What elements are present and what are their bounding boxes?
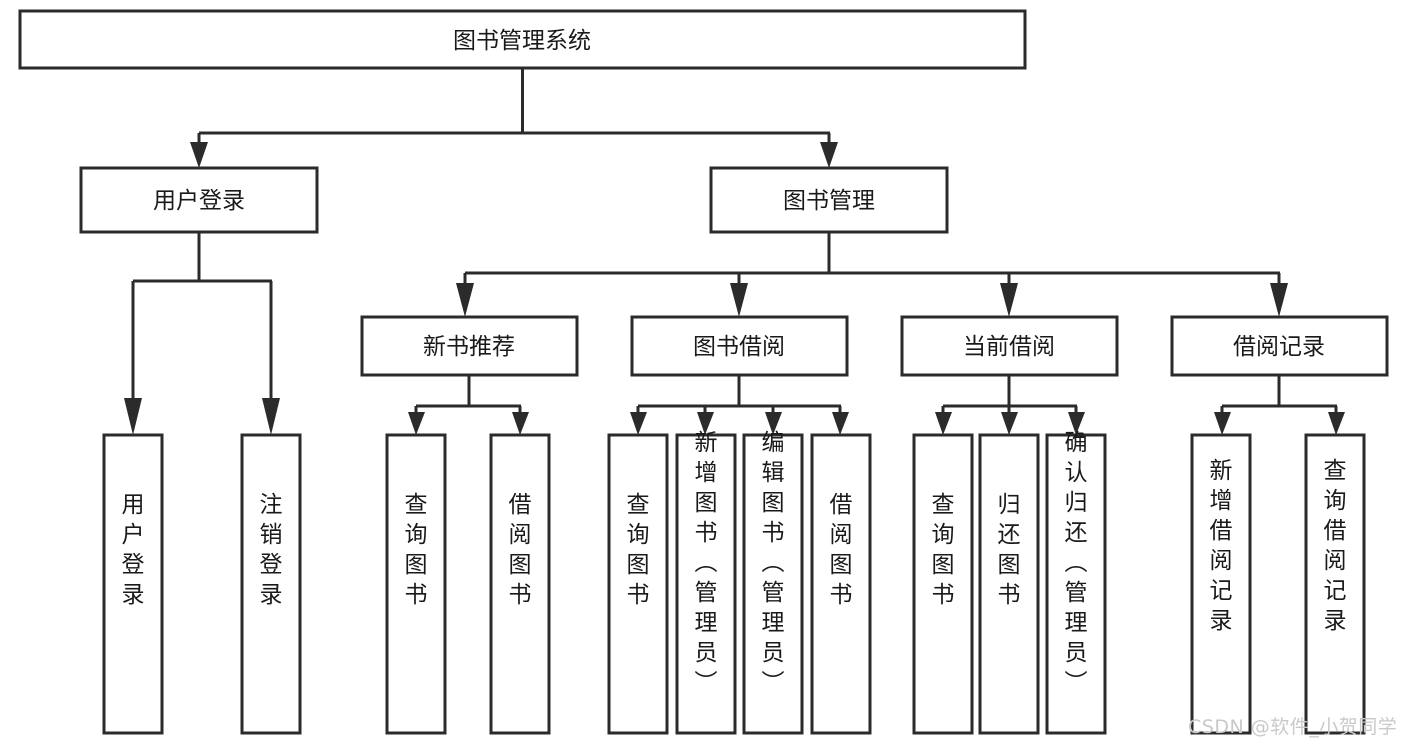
leaf-book-borrow-1-box[interactable]: [607, 433, 669, 735]
leaf-new-book-1[interactable]: 查询图书: [385, 433, 447, 735]
node-book-management-label: 图书管理: [783, 188, 875, 214]
node-current-borrow-box[interactable]: [900, 315, 1119, 377]
leaf-new-book-2-box[interactable]: [489, 433, 551, 735]
node-book-management-box[interactable]: [709, 166, 949, 234]
leaf-user-login-2-box[interactable]: [240, 433, 302, 735]
leaf-current-borrow-2-box[interactable]: [978, 433, 1040, 735]
arrow-head-bb-leaf-1: [630, 412, 647, 435]
connector-group-new-book: [408, 375, 529, 435]
node-new-book-recommend[interactable]: 新书推荐: [360, 315, 579, 377]
arrow-head-bb-leaf-3: [765, 412, 782, 435]
leaf-current-borrow-3-label: 确认归还︵管理员︶: [1065, 430, 1088, 696]
leaf-borrow-record-2-box[interactable]: [1304, 433, 1366, 735]
leaf-borrow-record-2[interactable]: 查询借阅记录: [1304, 433, 1366, 735]
node-borrow-record-box[interactable]: [1170, 315, 1389, 377]
leaf-book-borrow-4[interactable]: 借阅图书: [810, 433, 872, 735]
connector-group-root: [190, 68, 838, 168]
node-borrow-record[interactable]: 借阅记录: [1170, 315, 1389, 377]
arrow-head-cb-leaf-2: [1001, 412, 1018, 435]
arrow-head-bb-leaf-2: [697, 412, 714, 435]
arrow-head-br-leaf-2: [1328, 412, 1345, 435]
leaf-borrow-record-1[interactable]: 新增借阅记录: [1190, 433, 1252, 735]
arrow-head-leaf-user-login-2: [262, 398, 280, 435]
arrow-head-cb-leaf-3: [1068, 412, 1085, 435]
node-root-label: 图书管理系统: [453, 28, 591, 54]
node-root-system[interactable]: 图书管理系统: [18, 9, 1027, 70]
leaf-book-borrow-2-label: 新增图书︵管理员︶: [695, 430, 718, 696]
arrow-head-book-borrow: [730, 283, 748, 317]
leaf-new-book-1-label: 查询图书: [405, 492, 428, 608]
arrow-head-bb-leaf-4: [832, 412, 849, 435]
leaf-current-borrow-3[interactable]: 确认归还︵管理员︶: [1045, 430, 1107, 735]
leaf-book-borrow-1-label: 查询图书: [627, 492, 650, 608]
arrow-head-book-mgmt: [820, 142, 838, 168]
leaf-borrow-record-2-label: 查询借阅记录: [1324, 458, 1347, 634]
leaf-current-borrow-3-box[interactable]: [1045, 433, 1107, 735]
connector-group-current-borrow: [935, 375, 1085, 435]
node-book-borrow-label: 图书借阅: [693, 334, 785, 360]
connector-group-user-login: [124, 232, 280, 435]
node-user-login-label: 用户登录: [153, 188, 245, 214]
node-borrow-record-label: 借阅记录: [1233, 334, 1325, 360]
arrow-head-new-book: [456, 283, 474, 317]
arrow-head-nb-leaf-1: [408, 412, 425, 435]
leaf-book-borrow-2[interactable]: 新增图书︵管理员︶: [675, 430, 737, 735]
arrow-head-cb-leaf-1: [935, 412, 952, 435]
leaf-book-borrow-3-box[interactable]: [742, 433, 804, 735]
leaf-user-login-1-label: 用户登录: [122, 492, 145, 608]
leaf-current-borrow-1[interactable]: 查询图书: [912, 433, 974, 735]
leaf-current-borrow-1-box[interactable]: [912, 433, 974, 735]
leaf-new-book-2-label: 借阅图书: [509, 492, 532, 608]
connector-group-book-mgmt: [456, 232, 1288, 317]
arrow-head-user-login: [190, 142, 208, 168]
node-user-login[interactable]: 用户登录: [79, 166, 319, 234]
leaf-current-borrow-1-label: 查询图书: [932, 492, 955, 608]
csdn-watermark: CSDN @软件_小贺同学: [1188, 716, 1398, 738]
leaf-book-borrow-3-label: 编辑图书︵管理员︶: [762, 430, 785, 696]
leaf-user-login-1[interactable]: 用户登录: [102, 433, 164, 735]
leaf-current-borrow-2[interactable]: 归还图书: [978, 433, 1040, 735]
leaf-book-borrow-3[interactable]: 编辑图书︵管理员︶: [742, 430, 804, 735]
leaf-book-borrow-1[interactable]: 查询图书: [607, 433, 669, 735]
arrow-head-leaf-user-login-1: [124, 398, 142, 435]
node-current-borrow[interactable]: 当前借阅: [900, 315, 1119, 377]
leaf-current-borrow-2-label: 归还图书: [998, 492, 1021, 608]
arrow-head-br-leaf-1: [1214, 412, 1231, 435]
leaf-user-login-2-label: 注销登录: [260, 492, 283, 608]
node-new-book-recommend-label: 新书推荐: [423, 334, 515, 360]
node-current-borrow-label: 当前借阅: [963, 334, 1055, 360]
arrow-head-current-borrow: [1000, 283, 1018, 317]
leaf-borrow-record-1-label: 新增借阅记录: [1210, 458, 1233, 634]
leaf-book-borrow-2-box[interactable]: [675, 433, 737, 735]
node-user-login-box[interactable]: [79, 166, 319, 234]
arrow-head-nb-leaf-2: [512, 412, 529, 435]
node-book-management[interactable]: 图书管理: [709, 166, 949, 234]
leaf-borrow-record-1-box[interactable]: [1190, 433, 1252, 735]
connector-group-borrow-record: [1214, 375, 1345, 435]
node-root-box[interactable]: [18, 9, 1027, 70]
leaf-book-borrow-4-box[interactable]: [810, 433, 872, 735]
leaf-user-login-2[interactable]: 注销登录: [240, 433, 302, 735]
leaf-book-borrow-4-label: 借阅图书: [830, 492, 853, 608]
arrow-head-borrow-record: [1270, 283, 1288, 317]
connector-group-book-borrow: [630, 375, 849, 435]
leaf-new-book-2[interactable]: 借阅图书: [489, 433, 551, 735]
leaf-new-book-1-box[interactable]: [385, 433, 447, 735]
node-book-borrow-box[interactable]: [630, 315, 849, 377]
node-book-borrow[interactable]: 图书借阅: [630, 315, 849, 377]
leaf-user-login-1-box[interactable]: [102, 433, 164, 735]
node-new-book-recommend-box[interactable]: [360, 315, 579, 377]
